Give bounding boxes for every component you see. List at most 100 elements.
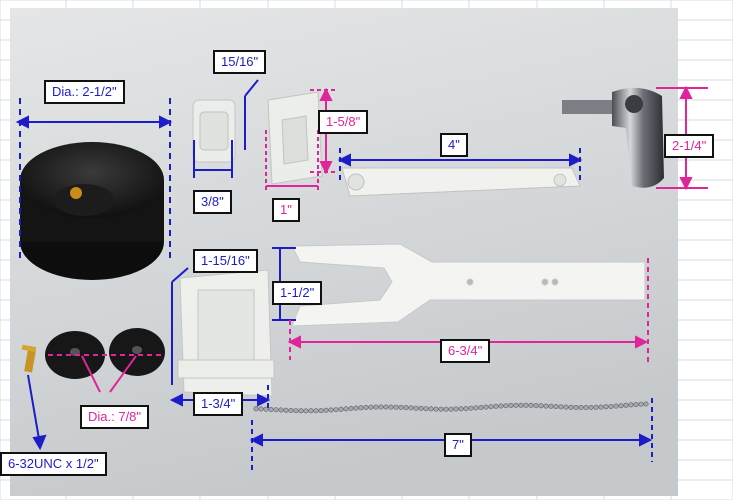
chain-bead [548, 403, 554, 409]
chain-bead [273, 407, 279, 413]
chain-bead [308, 408, 314, 414]
label-handle-height: 2-1/4" [664, 134, 715, 158]
washers [45, 328, 165, 379]
label-bracket-width: 1-3/4" [193, 392, 244, 416]
chain-bead [353, 405, 359, 411]
chain-bead [593, 404, 599, 410]
lift-arm [291, 243, 646, 327]
chain-bead [263, 406, 269, 412]
chain-bead [483, 404, 489, 410]
chain-bead [378, 404, 384, 410]
chain-bead [468, 405, 474, 411]
label-arm-length: 4" [440, 133, 468, 157]
chain-bead [433, 406, 439, 412]
chain-bead [298, 408, 304, 414]
chain-bead [568, 404, 574, 410]
chain-bead [528, 402, 534, 408]
chain-bead [358, 405, 364, 411]
label-screw-size: 6-32UNC x 1/2" [0, 452, 107, 476]
chain-bead [438, 406, 444, 412]
chain-bead [343, 406, 349, 412]
chain-bead [383, 404, 389, 410]
chain-bead [318, 408, 324, 414]
label-bracket-height: 1-15/16" [193, 249, 258, 273]
chain-bead [633, 402, 639, 408]
chain-bead [268, 406, 274, 412]
chain-bead [638, 401, 644, 407]
chain-bead [543, 403, 549, 409]
chain-bead [523, 402, 529, 408]
label-clip-width: 3/8" [193, 190, 232, 214]
chain-bead [253, 406, 259, 412]
chain-bead [563, 404, 569, 410]
chain-bead [388, 404, 394, 410]
chain-bead [363, 404, 369, 410]
chain-bead [403, 405, 409, 411]
chain-bead [283, 407, 289, 413]
label-washer-diameter: Dia.: 7/8" [80, 405, 150, 429]
chain-bead [503, 403, 509, 409]
chain-bead [368, 404, 374, 410]
flapper [20, 142, 164, 280]
chain-bead [588, 404, 594, 410]
chain-bead [453, 406, 459, 412]
chain-bead [553, 404, 559, 410]
chrome-handle [562, 87, 664, 188]
chain-bead [393, 404, 399, 410]
screw [21, 344, 37, 373]
chain-bead [613, 403, 619, 409]
chain-bead [618, 403, 624, 409]
chain-bead [338, 406, 344, 412]
chain-bead [458, 406, 464, 412]
chain-bead [448, 406, 454, 412]
chain-bead [408, 405, 414, 411]
chain-bead [328, 407, 334, 413]
dimension-lines-pink [48, 85, 708, 393]
chain-bead [323, 407, 329, 413]
chain-bead [558, 404, 564, 410]
chain-bead [473, 405, 479, 411]
chain-bead [303, 408, 309, 414]
chain-bead [608, 403, 614, 409]
chain-bead [578, 404, 584, 410]
chain-bead [493, 403, 499, 409]
label-guide-width: 1" [272, 198, 300, 222]
chain-bead [643, 401, 649, 407]
chain-bead [498, 403, 504, 409]
chain-bead [293, 408, 299, 414]
chain-bead [583, 404, 589, 410]
chain-bead [488, 404, 494, 410]
chain-bead [288, 407, 294, 413]
label-lift-arm-length: 6-3/4" [440, 339, 491, 363]
chain-bead [398, 404, 404, 410]
mounting-bracket [177, 269, 275, 397]
chain-bead [533, 403, 539, 409]
bead-chain [253, 401, 649, 414]
chain-bead [348, 405, 354, 411]
chain-bead [418, 405, 424, 411]
chain-bead [513, 402, 519, 408]
chain-bead [598, 404, 604, 410]
label-guide-height: 1-5/8" [318, 110, 369, 134]
label-clip-height: 15/16" [213, 50, 267, 74]
chain-bead [258, 406, 264, 412]
chain-bead [628, 402, 634, 408]
chain-bead [313, 408, 319, 414]
chain-bead [443, 406, 449, 412]
label-lift-arm-height: 1-1/2" [272, 281, 323, 305]
short-arm [341, 167, 581, 197]
chain-bead [373, 404, 379, 410]
chain-bead [508, 402, 514, 408]
chain-bead [573, 404, 579, 410]
chain-guide [267, 91, 323, 185]
chain-bead [428, 406, 434, 412]
chain-bead [423, 406, 429, 412]
chain-bead [413, 405, 419, 411]
chain-bead [623, 402, 629, 408]
chain-bead [478, 404, 484, 410]
label-flapper-diameter: Dia.: 2-1/2" [44, 80, 125, 104]
label-chain-length: 7" [444, 433, 472, 457]
chain-bead [518, 402, 524, 408]
chain-bead [603, 404, 609, 410]
chain-bead [333, 407, 339, 413]
